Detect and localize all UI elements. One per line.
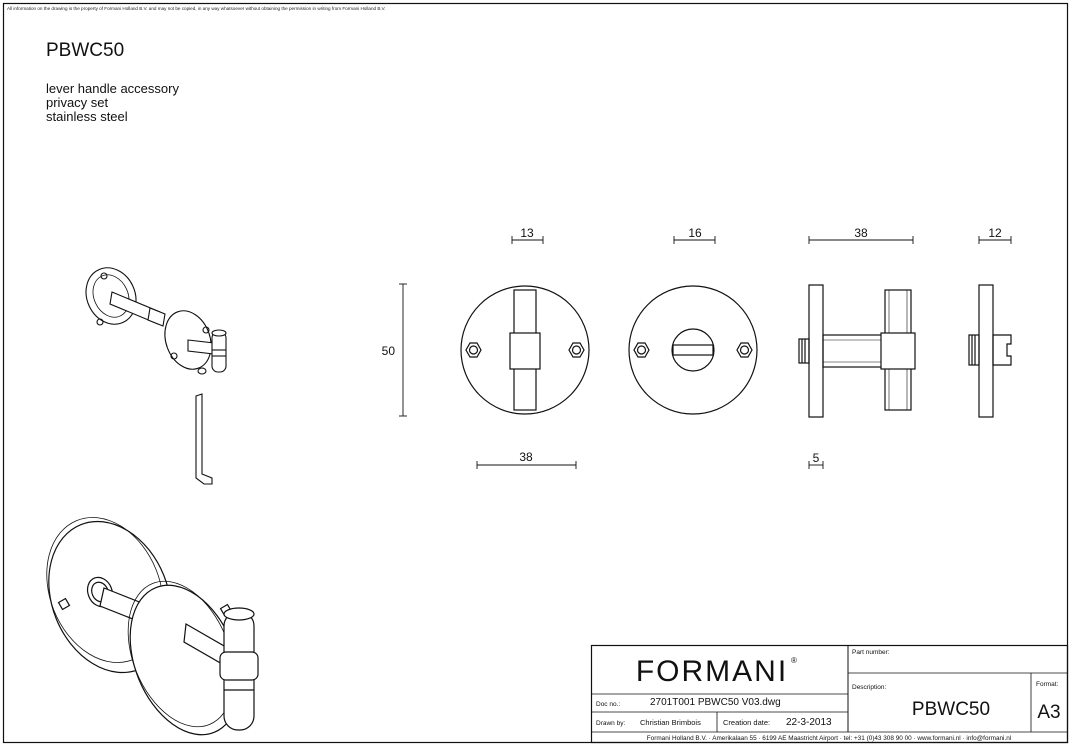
description-value: PBWC50 <box>912 699 990 720</box>
company-footer: Formani Holland B.V. · Amerikalaan 55 · … <box>647 735 1011 742</box>
side-view-assembly <box>798 284 916 418</box>
title-block-text: FORMANI ® Part number: Description: PBWC… <box>596 649 1061 742</box>
doc-no-value: 2701T001 PBWC50 V03.dwg <box>650 697 781 708</box>
dim-label: 16 <box>688 226 702 240</box>
drawn-by-label: Drawn by: <box>596 720 625 727</box>
copyright-disclaimer: All information on the drawing is the pr… <box>7 6 386 11</box>
description-line: stainless steel <box>46 109 128 124</box>
description-line: privacy set <box>46 95 109 110</box>
description-line: lever handle accessory <box>46 81 179 96</box>
dim-label: 38 <box>854 226 868 240</box>
isometric-assembled-view <box>46 517 259 736</box>
dimension-labels: 13 16 38 12 50 38 5 <box>382 226 1002 465</box>
isometric-exploded-view <box>85 267 227 485</box>
description-label: Description: <box>852 684 887 691</box>
part-number-label: Part number: <box>852 649 890 656</box>
drawn-by-value: Christian Brimbois <box>640 718 701 727</box>
formani-logo: FORMANI <box>636 655 788 688</box>
format-label: Format: <box>1036 681 1059 688</box>
side-view-slot-rose <box>968 284 1012 418</box>
dim-label: 13 <box>520 226 534 240</box>
dimension-lines <box>399 236 1012 469</box>
creation-date-value: 22-3-2013 <box>786 717 832 728</box>
dim-label: 12 <box>988 226 1002 240</box>
doc-no-label: Doc no.: <box>596 701 620 708</box>
front-view-slot <box>628 285 758 415</box>
front-view-handle <box>460 285 590 415</box>
dim-label: 38 <box>519 450 533 464</box>
product-title: PBWC50 <box>46 40 125 61</box>
registered-mark: ® <box>791 656 797 665</box>
title-block <box>590 644 1069 744</box>
format-value: A3 <box>1037 702 1060 723</box>
creation-date-label: Creation date: <box>723 718 770 727</box>
product-description: lever handle accessory privacy set stain… <box>46 82 179 124</box>
dim-label: 5 <box>813 451 820 465</box>
dim-label: 50 <box>382 344 396 358</box>
